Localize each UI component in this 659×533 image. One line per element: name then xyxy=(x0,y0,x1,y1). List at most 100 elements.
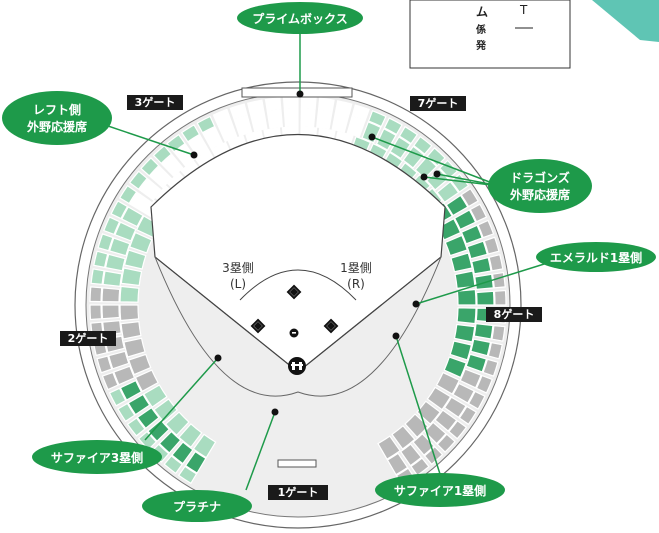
seat-block xyxy=(96,355,113,374)
inner-seat-edge xyxy=(154,256,442,397)
seat-block xyxy=(184,450,207,474)
seat-block xyxy=(119,285,140,303)
gate-2-label: 2ゲート xyxy=(60,331,116,346)
partial-box-line3: 発 xyxy=(475,39,487,52)
seat-block xyxy=(192,433,217,459)
seat-block xyxy=(436,433,456,453)
seat-block xyxy=(123,249,147,270)
seat-block xyxy=(383,117,403,136)
seat-block xyxy=(142,384,168,408)
seat-block xyxy=(300,96,317,110)
seat-block xyxy=(102,270,123,287)
svg-text:サファイア3塁側: サファイア3塁側 xyxy=(51,450,143,465)
seat-block xyxy=(351,104,370,121)
seat-block xyxy=(467,390,486,410)
seat-block xyxy=(158,430,182,454)
seat-block xyxy=(264,97,282,112)
svg-text:サファイア1塁側: サファイア1塁側 xyxy=(394,483,486,498)
svg-text:ドラゴンズ: ドラゴンズ xyxy=(510,170,570,185)
seat-block xyxy=(137,430,158,451)
seat-block xyxy=(402,145,425,169)
partial-box-mark: T xyxy=(519,3,528,17)
seat-block xyxy=(445,194,469,217)
seat-block xyxy=(491,324,506,342)
seat-block xyxy=(331,111,350,133)
seat-block xyxy=(386,452,409,476)
seat-block xyxy=(491,271,506,289)
seat-block xyxy=(316,109,333,130)
seat-block xyxy=(171,441,194,465)
seat-block xyxy=(317,97,335,112)
seat-block xyxy=(127,393,151,416)
seat-block xyxy=(423,421,447,445)
seat-block xyxy=(450,252,473,273)
seat-block xyxy=(453,323,476,343)
seat-block xyxy=(377,435,401,461)
seat-block xyxy=(152,144,173,165)
seat-block xyxy=(443,396,467,419)
seat-block xyxy=(101,287,121,303)
seat-block xyxy=(470,338,492,357)
seat-block xyxy=(426,147,446,167)
seat-block xyxy=(436,180,460,204)
dragons-outfield-label: ドラゴンズ 外野応援席 xyxy=(488,159,592,213)
seat-block xyxy=(129,191,153,214)
seat-block xyxy=(454,270,476,289)
gate-3-label: 3ゲート xyxy=(127,95,183,110)
seat-block xyxy=(474,273,494,291)
seat-block xyxy=(412,432,436,456)
seat-block xyxy=(434,409,458,432)
svg-text:プライムボックス: プライムボックス xyxy=(252,11,347,26)
seat-block xyxy=(217,120,238,143)
infield-arc xyxy=(239,269,357,301)
seat-block xyxy=(361,121,382,144)
first-base-side-label: 1塁側 xyxy=(340,261,372,275)
svg-text:2ゲート: 2ゲート xyxy=(68,331,109,345)
seat-block xyxy=(460,224,483,245)
seat-block xyxy=(187,134,210,158)
seat-block xyxy=(196,115,216,134)
seat-block xyxy=(89,304,103,321)
seat-block xyxy=(149,165,173,189)
seat-block xyxy=(412,135,433,155)
seat-block xyxy=(410,457,430,477)
seat-block xyxy=(482,358,499,377)
seat-block xyxy=(104,253,126,272)
gate-8-label: 8ゲート xyxy=(486,307,542,322)
seat-block xyxy=(266,109,284,129)
seat-block xyxy=(202,126,224,150)
seat-block xyxy=(127,353,152,376)
left-outfield-label: レフト側 外野応援席 xyxy=(2,91,112,145)
seat-block xyxy=(375,127,397,151)
seat-block xyxy=(212,108,232,126)
gate-1-label: 1ゲート xyxy=(268,485,328,500)
seat-block xyxy=(134,369,159,393)
seat-block xyxy=(128,231,153,254)
seat-block xyxy=(300,108,316,128)
seat-block xyxy=(90,268,105,286)
svg-text:8ゲート: 8ゲート xyxy=(494,307,535,321)
seat-block xyxy=(456,307,477,325)
seat-block xyxy=(180,124,201,143)
backstop-box xyxy=(277,459,317,468)
svg-text:エメラルド1塁側: エメラルド1塁側 xyxy=(550,250,642,265)
seat-block xyxy=(97,233,114,252)
seat-block xyxy=(136,406,160,430)
svg-text:レフト側: レフト側 xyxy=(33,102,81,117)
seat-block xyxy=(103,216,121,236)
seat-block xyxy=(113,365,136,386)
seat-block xyxy=(465,353,488,373)
seat-block xyxy=(391,424,416,450)
seat-block xyxy=(459,368,482,389)
seat-block xyxy=(107,350,130,370)
seat-block xyxy=(458,405,478,426)
seat-block xyxy=(164,411,190,437)
seat-block xyxy=(460,187,479,208)
svg-text:3ゲート: 3ゲート xyxy=(135,95,176,109)
seat-block xyxy=(334,100,353,116)
seat-block xyxy=(487,341,503,360)
seat-block xyxy=(120,321,142,340)
sapphire-1b-label: サファイア1塁側 xyxy=(375,473,505,507)
seat-block xyxy=(120,267,143,287)
